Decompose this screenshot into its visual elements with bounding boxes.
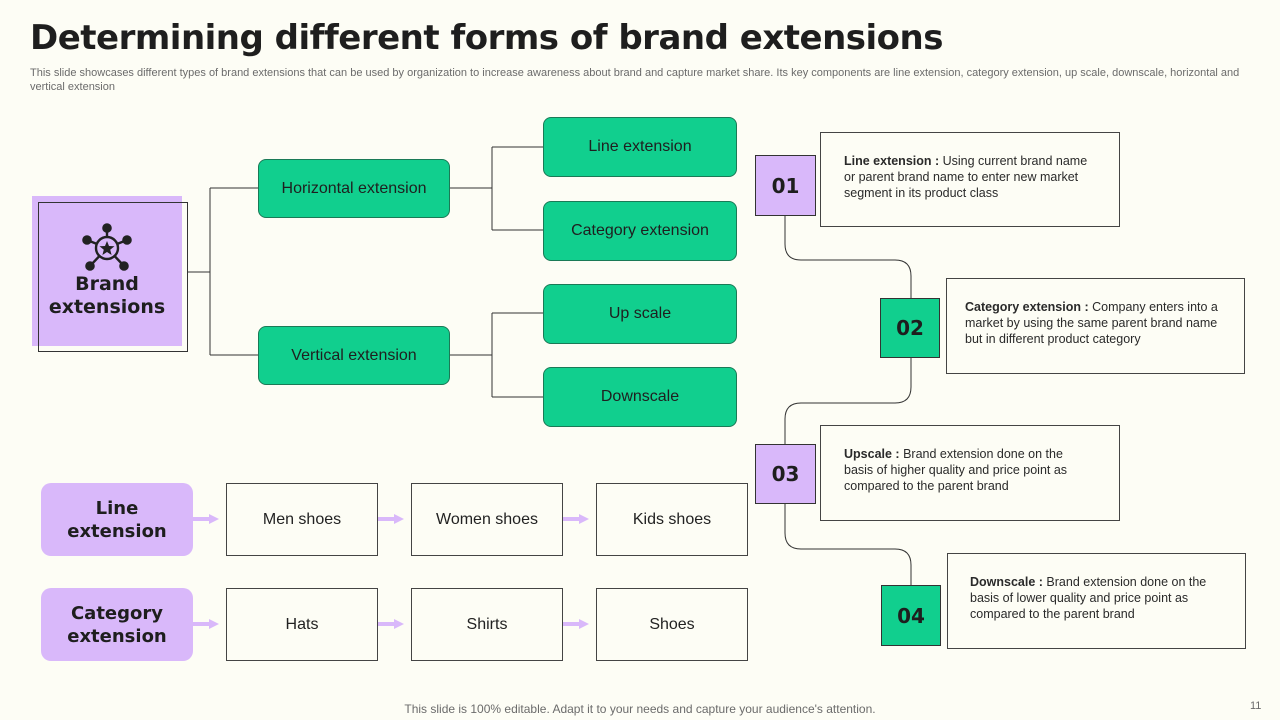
number-badge-01: 01	[755, 155, 816, 216]
arrow-right-icon	[563, 514, 589, 524]
example-item-hats: Hats	[226, 588, 378, 661]
horizontal-extension-node: Horizontal extension	[258, 159, 450, 218]
example-item-men-shoes: Men shoes	[226, 483, 378, 556]
page-subtitle: This slide showcases different types of …	[30, 67, 1240, 93]
example-item-shirts: Shirts	[411, 588, 563, 661]
arrow-right-icon	[378, 619, 404, 629]
number-badge-03: 03	[755, 444, 816, 504]
definition-line-extension: Line extension : Using current brand nam…	[820, 132, 1120, 227]
brand-extensions-root: Brand extensions	[32, 196, 182, 346]
arrow-right-icon	[193, 514, 219, 524]
brand-extensions-frame	[38, 202, 188, 352]
line-extension-node: Line extension	[543, 117, 737, 177]
network-star-icon	[82, 223, 132, 271]
arrow-right-icon	[193, 619, 219, 629]
category-extension-node: Category extension	[543, 201, 737, 261]
downscale-node: Downscale	[543, 367, 737, 427]
page-number: 11	[1250, 700, 1262, 712]
number-badge-04: 04	[881, 585, 941, 646]
example-item-women-shoes: Women shoes	[411, 483, 563, 556]
vertical-extension-node: Vertical extension	[258, 326, 450, 385]
example-item-shoes: Shoes	[596, 588, 748, 661]
arrow-right-icon	[563, 619, 589, 629]
example-item-kids-shoes: Kids shoes	[596, 483, 748, 556]
definition-downscale: Downscale : Brand extension done on the …	[947, 553, 1246, 649]
footer-note: This slide is 100% editable. Adapt it to…	[404, 702, 876, 716]
definition-upscale: Upscale : Brand extension done on the ba…	[820, 425, 1120, 521]
brand-extensions-label: Brand extensions	[48, 273, 166, 318]
arrow-right-icon	[378, 514, 404, 524]
page-title: Determining different forms of brand ext…	[30, 18, 943, 58]
definition-category-extension: Category extension : Company enters into…	[946, 278, 1245, 374]
up-scale-node: Up scale	[543, 284, 737, 344]
number-badge-02: 02	[880, 298, 940, 358]
